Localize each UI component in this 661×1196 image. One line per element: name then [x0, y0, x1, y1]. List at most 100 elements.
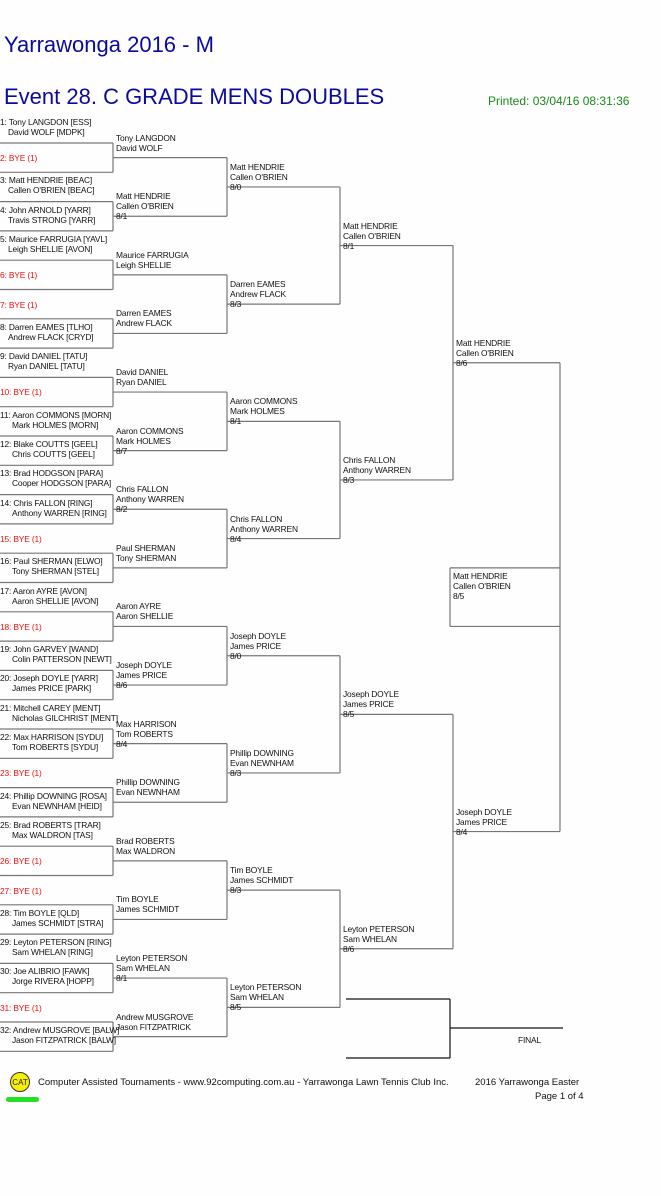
winner-player-2: Callen O'BRIEN — [456, 347, 514, 358]
winner-player-1: Joseph DOYLE — [230, 630, 286, 641]
entry-player-2: Tony SHERMAN [STEL] — [12, 566, 99, 577]
winner-player-2: Andrew FLACK — [116, 318, 172, 329]
entry-player-2: Tom ROBERTS [SYDU] — [12, 742, 99, 752]
cat-logo-icon: CAT — [10, 1072, 30, 1092]
match-score: 8/4 — [230, 533, 242, 544]
entry-player-2: David WOLF [MDPK] — [8, 126, 85, 137]
winner-player-1: David DANIEL — [116, 367, 169, 378]
entry-player-2: Chris COUTTS [GEEL] — [12, 449, 95, 459]
entry-player-1: 5: Maurice FARRUGIA [YAVL] — [0, 233, 108, 244]
winner-player-2: Callen O'BRIEN — [116, 201, 174, 212]
winner-player-2: Max WALDRON — [116, 845, 175, 856]
winner-player-2: Leigh SHELLIE — [116, 259, 172, 270]
winner-player-1: Aaron AYRE — [116, 601, 161, 612]
winner-player-2: James PRICE — [230, 640, 281, 651]
entry-player-1: 14: Chris FALLON [RING] — [0, 497, 93, 508]
match-score: 8/1 — [116, 973, 128, 984]
winner-player-1: Aaron COMMONS — [116, 425, 184, 436]
winner-player-2: Mark HOLMES — [116, 435, 171, 446]
winner-player-1: Leyton PETERSON — [343, 923, 415, 934]
entry-player-1: 9: David DANIEL [TATU] — [0, 351, 88, 362]
winner-player-1: Aaron COMMONS — [230, 396, 298, 407]
bye-entry: 26: BYE (1) — [0, 856, 42, 867]
match-score: 8/7 — [116, 445, 128, 456]
match-score: 8/5 — [230, 1002, 242, 1013]
bye-entry: 7: BYE (1) — [0, 299, 38, 310]
entry-player-2: Travis STRONG [YARR] — [8, 214, 96, 225]
winner-player-1: Chris FALLON — [343, 454, 396, 465]
entry-player-2: Colin PATTERSON [NEWT] — [12, 654, 112, 665]
match-score: 8/3 — [343, 474, 355, 485]
logo-underline — [6, 1097, 39, 1102]
entry-player-2: Anthony WARREN [RING] — [12, 507, 107, 518]
match-score: 8/2 — [116, 504, 128, 515]
final-label: FINAL — [518, 1035, 541, 1045]
match-score: 8/1 — [116, 211, 128, 222]
entry-player-1: 8: Darren EAMES [TLHO] — [0, 321, 93, 332]
entry-player-2: Cooper HODGSON [PARA] — [12, 478, 112, 489]
entry-player-2: Aaron SHELLIE [AVON] — [12, 595, 99, 606]
winner-player-1: Matt HENDRIE — [456, 337, 511, 348]
entry-player-2: Nicholas GILCHRIST [MENT] — [12, 712, 118, 723]
winner-player-2: James PRICE — [456, 816, 507, 827]
footer-tournament: 2016 Yarrawonga Easter — [475, 1077, 580, 1088]
winner-player-1: Chris FALLON — [230, 513, 283, 524]
winner-player-1: Darren EAMES — [116, 308, 172, 319]
entry-player-1: 13: Brad HODGSON [PARA] — [0, 468, 103, 479]
entry-player-2: Evan NEWNHAM [HEID] — [12, 800, 102, 811]
entry-player-1: 3: Matt HENDRIE [BEAC] — [0, 175, 93, 186]
bye-entry: 2: BYE (1) — [0, 153, 38, 163]
entry-player-1: 30: Joe ALIBRIO [FAWK] — [0, 966, 90, 977]
winner-player-1: Tim BOYLE — [230, 865, 273, 876]
entry-player-2: Jason FITZPATRICK [BALW] — [12, 1035, 116, 1045]
match-score: 8/1 — [343, 240, 355, 251]
winner-player-1: Max HARRISON — [116, 718, 177, 729]
entry-player-1: 24: Phillip DOWNING [ROSA] — [0, 790, 107, 801]
winner-player-2: Callen O'BRIEN — [230, 171, 288, 182]
entry-player-1: 12: Blake COUTTS [GEEL] — [0, 439, 98, 449]
match-score: 8/0 — [230, 650, 242, 661]
winner-player-1: Leyton PETERSON — [116, 953, 188, 964]
page-number: Page 1 of 4 — [535, 1091, 584, 1102]
entry-player-1: 1: Tony LANGDON [ESS] — [0, 116, 92, 127]
footer-credit: Computer Assisted Tournaments - www.92co… — [38, 1077, 449, 1088]
entry-player-1: 28: Tim BOYLE [QLD] — [0, 907, 80, 918]
match-score: 8/0 — [230, 181, 242, 192]
winner-player-1: Matt HENDRIE — [116, 191, 171, 202]
entry-player-2: Mark HOLMES [MORN] — [12, 419, 99, 430]
bye-entry: 23: BYE (1) — [0, 768, 42, 779]
entry-player-1: 21: Mitchell CAREY [MENT] — [0, 702, 101, 713]
match-score: 8/3 — [230, 767, 242, 778]
winner-player-1: Maurice FARRUGIA — [116, 249, 189, 260]
bye-entry: 27: BYE (1) — [0, 885, 42, 896]
match-score: 8/5 — [343, 709, 355, 720]
winner-player-2: Anthony WARREN — [116, 494, 184, 505]
winner-player-2: Callen O'BRIEN — [343, 230, 401, 241]
entry-player-2: Max WALDRON [TAS] — [12, 829, 93, 840]
winner-player-1: Matt HENDRIE — [343, 220, 398, 231]
winner-player-2: Ryan DANIEL — [116, 377, 167, 388]
winner-player-1: Darren EAMES — [230, 279, 286, 290]
bye-entry: 15: BYE (1) — [0, 533, 42, 544]
winner-player-1: Matt HENDRIE — [230, 161, 285, 172]
winner-player-1: Tim BOYLE — [116, 894, 159, 905]
entry-player-2: Jorge RIVERA [HOPP] — [12, 976, 94, 987]
entry-player-1: 32: Andrew MUSGROVE [BALW] — [0, 1025, 120, 1035]
winner-player-2: Tony SHERMAN — [116, 552, 177, 563]
winner-player-2: Sam WHELAN — [116, 963, 170, 974]
winner-player-2: Sam WHELAN — [343, 933, 397, 944]
winner-player-1: Chris FALLON — [116, 484, 169, 495]
winner-player-2: James SCHMIDT — [230, 875, 294, 886]
match-score: 8/6 — [343, 943, 355, 954]
winner-player-1: Joseph DOYLE — [343, 689, 399, 700]
winner-player-2: Evan NEWNHAM — [230, 757, 294, 768]
bye-entry: 31: BYE (1) — [0, 1002, 42, 1013]
entry-player-1: 25: Brad ROBERTS [TRAR] — [0, 819, 101, 830]
winner-player-1: Joseph DOYLE — [116, 660, 172, 671]
entry-player-1: 20: Joseph DOYLE [YARR] — [0, 673, 98, 684]
winner-player-2: Evan NEWNHAM — [116, 787, 180, 798]
entry-player-1: 22: Max HARRISON [SYDU] — [0, 732, 104, 742]
section-winner-score: 8/5 — [453, 590, 465, 601]
section-winner-player-2: Callen O'BRIEN — [453, 580, 511, 591]
